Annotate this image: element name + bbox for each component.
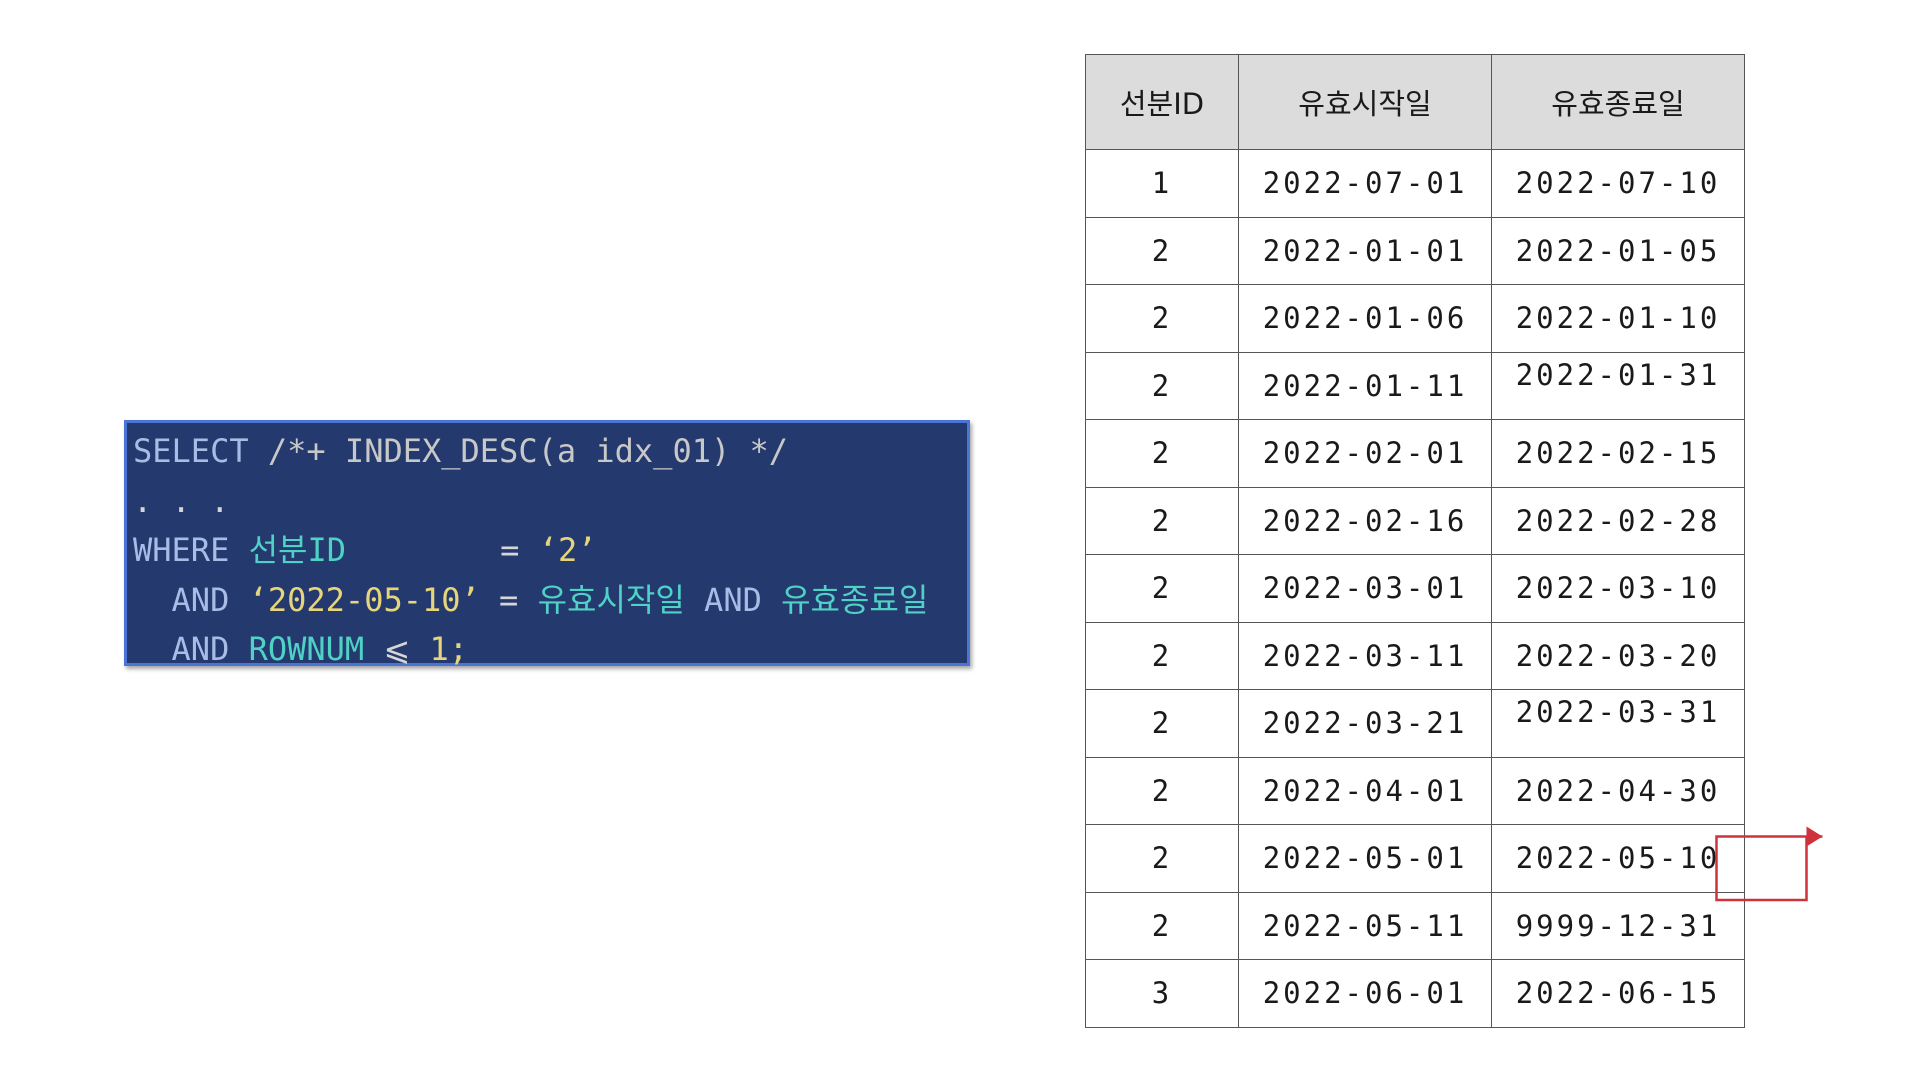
end-date-cell: 2022-04-30 bbox=[1491, 756, 1745, 825]
end-date-cell: 2022-06-15 bbox=[1491, 959, 1745, 1028]
segment-id-cell: 2 bbox=[1085, 419, 1239, 488]
column-start-date: 유효시작일 bbox=[537, 580, 685, 619]
code-line-1: SELECT /*+ INDEX_DESC(a idx_01) */ bbox=[133, 427, 967, 477]
segment-id-cell: 1 bbox=[1085, 149, 1239, 218]
code-line-3: WHERE 선분ID = ‘2’ bbox=[133, 526, 967, 576]
segment-id-cell: 2 bbox=[1085, 891, 1239, 960]
start-date-cell: 2022-04-01 bbox=[1238, 756, 1492, 825]
column-segment-id: 선분ID bbox=[248, 531, 347, 569]
header-end-date: 유효종료일 bbox=[1491, 54, 1745, 150]
code-line-5: AND ROWNUM ⩽ 1; bbox=[133, 625, 967, 675]
keyword-and: AND bbox=[171, 580, 230, 619]
end-date-cell: 2022-01-31 bbox=[1491, 351, 1745, 420]
start-date-cell: 2022-05-11 bbox=[1238, 891, 1492, 960]
keyword-where: WHERE bbox=[133, 531, 230, 569]
code-line-4: AND ‘2022-05-10’ = 유효시작일 AND 유효종료일 bbox=[133, 576, 967, 626]
segment-id-cell: 2 bbox=[1085, 689, 1239, 758]
segment-id-cell: 2 bbox=[1085, 351, 1239, 420]
segment-id-cell: 2 bbox=[1085, 756, 1239, 825]
segment-id-cell: 3 bbox=[1085, 959, 1239, 1028]
end-date-cell: 2022-01-05 bbox=[1491, 216, 1745, 285]
table-header-row: 선분ID 유효시작일 유효종료일 bbox=[1085, 54, 1745, 150]
keyword-select: SELECT bbox=[133, 432, 249, 470]
start-date-cell: 2022-01-11 bbox=[1238, 351, 1492, 420]
header-start-date: 유효시작일 bbox=[1238, 54, 1492, 150]
segment-id-cell: 2 bbox=[1085, 554, 1239, 623]
end-date-cell: 2022-03-20 bbox=[1491, 621, 1745, 690]
sql-code-block: SELECT /*+ INDEX_DESC(a idx_01) */ . . .… bbox=[124, 420, 970, 668]
ellipsis: . . . bbox=[133, 481, 230, 520]
start-date-cell: 2022-03-01 bbox=[1238, 554, 1492, 623]
segment-id-cell: 2 bbox=[1085, 824, 1239, 893]
start-date-cell: 2022-01-01 bbox=[1238, 216, 1492, 285]
segment-id-cell: 2 bbox=[1085, 486, 1239, 555]
column-end-date: 유효종료일 bbox=[781, 580, 929, 619]
segment-id-cell: 2 bbox=[1085, 216, 1239, 285]
date-literal: ‘2022-05-10’ bbox=[248, 580, 480, 619]
start-date-cell: 2022-07-01 bbox=[1238, 149, 1492, 218]
operator-equals: = bbox=[500, 531, 520, 569]
start-date-cell: 2022-03-21 bbox=[1238, 689, 1492, 758]
start-date-cell: 2022-02-01 bbox=[1238, 419, 1492, 488]
end-date-cell: 2022-02-15 bbox=[1491, 419, 1745, 488]
start-date-cell: 2022-02-16 bbox=[1238, 486, 1492, 555]
operator-leq: ⩽ bbox=[383, 630, 411, 668]
end-date-cell: 2022-02-28 bbox=[1491, 486, 1745, 555]
end-date-cell: 2022-03-10 bbox=[1491, 554, 1745, 623]
start-date-cell: 2022-06-01 bbox=[1238, 959, 1492, 1028]
segment-id-cell: 2 bbox=[1085, 284, 1239, 353]
start-date-cell: 2022-03-11 bbox=[1238, 621, 1492, 690]
column-rownum: ROWNUM bbox=[248, 630, 365, 668]
code-line-2: . . . bbox=[133, 477, 967, 527]
end-date-cell: 9999-12-31 bbox=[1491, 891, 1745, 960]
keyword-and: AND bbox=[704, 580, 762, 619]
hint-comment: /*+ INDEX_DESC(a idx_01) */ bbox=[267, 432, 789, 470]
keyword-and: AND bbox=[171, 630, 230, 668]
start-date-cell: 2022-05-01 bbox=[1238, 824, 1492, 893]
start-date-cell: 2022-01-06 bbox=[1238, 284, 1492, 353]
end-date-cell: 2022-05-10 bbox=[1491, 824, 1745, 893]
end-date-cell: 2022-03-31 bbox=[1491, 689, 1745, 758]
operator-equals: = bbox=[499, 580, 519, 619]
header-segment-id: 선분ID bbox=[1085, 54, 1239, 150]
end-date-cell: 2022-07-10 bbox=[1491, 149, 1745, 218]
value-2: ‘2’ bbox=[538, 531, 597, 569]
end-date-cell: 2022-01-10 bbox=[1491, 284, 1745, 353]
value-1: 1; bbox=[429, 630, 469, 668]
segment-id-cell: 2 bbox=[1085, 621, 1239, 690]
